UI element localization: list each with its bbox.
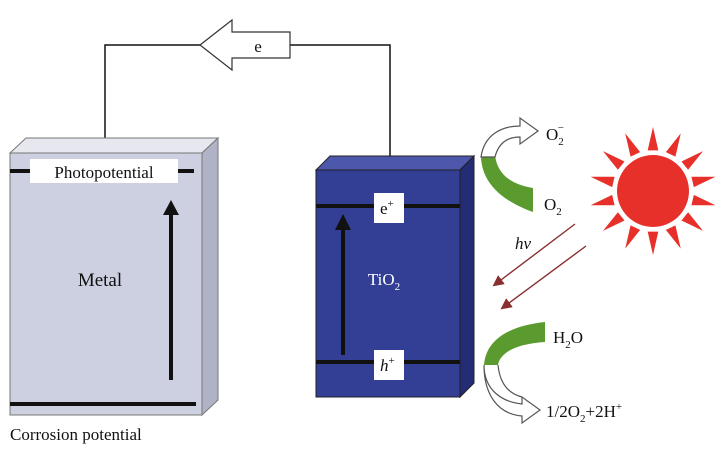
sun-ray — [625, 133, 641, 157]
corrosion-potential-label: Corrosion potential — [10, 425, 142, 444]
sun-ray — [590, 176, 615, 188]
h2o-reactant-label: H2O — [553, 328, 583, 351]
sun-disc — [617, 155, 689, 227]
sun-ray — [665, 133, 681, 157]
light-ray-2 — [500, 245, 587, 310]
sun-ray — [647, 231, 659, 255]
electron-flow-label: e — [254, 37, 262, 56]
o2-green-curve — [481, 155, 533, 212]
metal-potential-arrow-head — [163, 200, 179, 215]
o2-reactant-label: O2 — [544, 195, 562, 218]
sun-ray — [691, 194, 716, 206]
sun-ray — [665, 225, 681, 249]
h2o-product-label: 1/2O2+2H+ — [546, 401, 622, 425]
sun-ray — [691, 176, 716, 188]
sun-ray — [602, 151, 625, 170]
hole-label: h+ — [380, 355, 395, 375]
light-label: hν — [515, 234, 532, 253]
light-ray-1 — [492, 223, 576, 287]
sun-icon — [590, 127, 716, 255]
photopotential-label-box — [30, 159, 178, 183]
sun-ray — [625, 225, 641, 249]
o2-hollow-arrow — [480, 116, 540, 158]
photopotential-label: Photopotential — [54, 163, 153, 182]
tio2-block: e+ h+ TiO2 — [314, 154, 476, 399]
o2-product-label: O2− — [546, 122, 564, 148]
metal-block: Photopotential Metal — [8, 136, 220, 417]
electron-label-box — [374, 193, 404, 223]
sun-ray — [681, 212, 704, 231]
sun-ray — [647, 127, 659, 151]
excitation-arrow-head — [335, 214, 351, 230]
metal-label: Metal — [78, 270, 122, 291]
sun-ray — [602, 212, 625, 231]
hole-label-box — [374, 350, 404, 380]
h2o-green-curve — [484, 322, 545, 365]
electron-flow-arrow: e — [199, 18, 291, 72]
electron-label: e+ — [380, 198, 394, 218]
tio2-label: TiO2 — [368, 270, 400, 293]
sun-ray — [590, 194, 615, 206]
sun-rays — [590, 127, 716, 255]
sun-ray — [681, 151, 704, 170]
h2o-hollow-arrow — [483, 364, 542, 425]
